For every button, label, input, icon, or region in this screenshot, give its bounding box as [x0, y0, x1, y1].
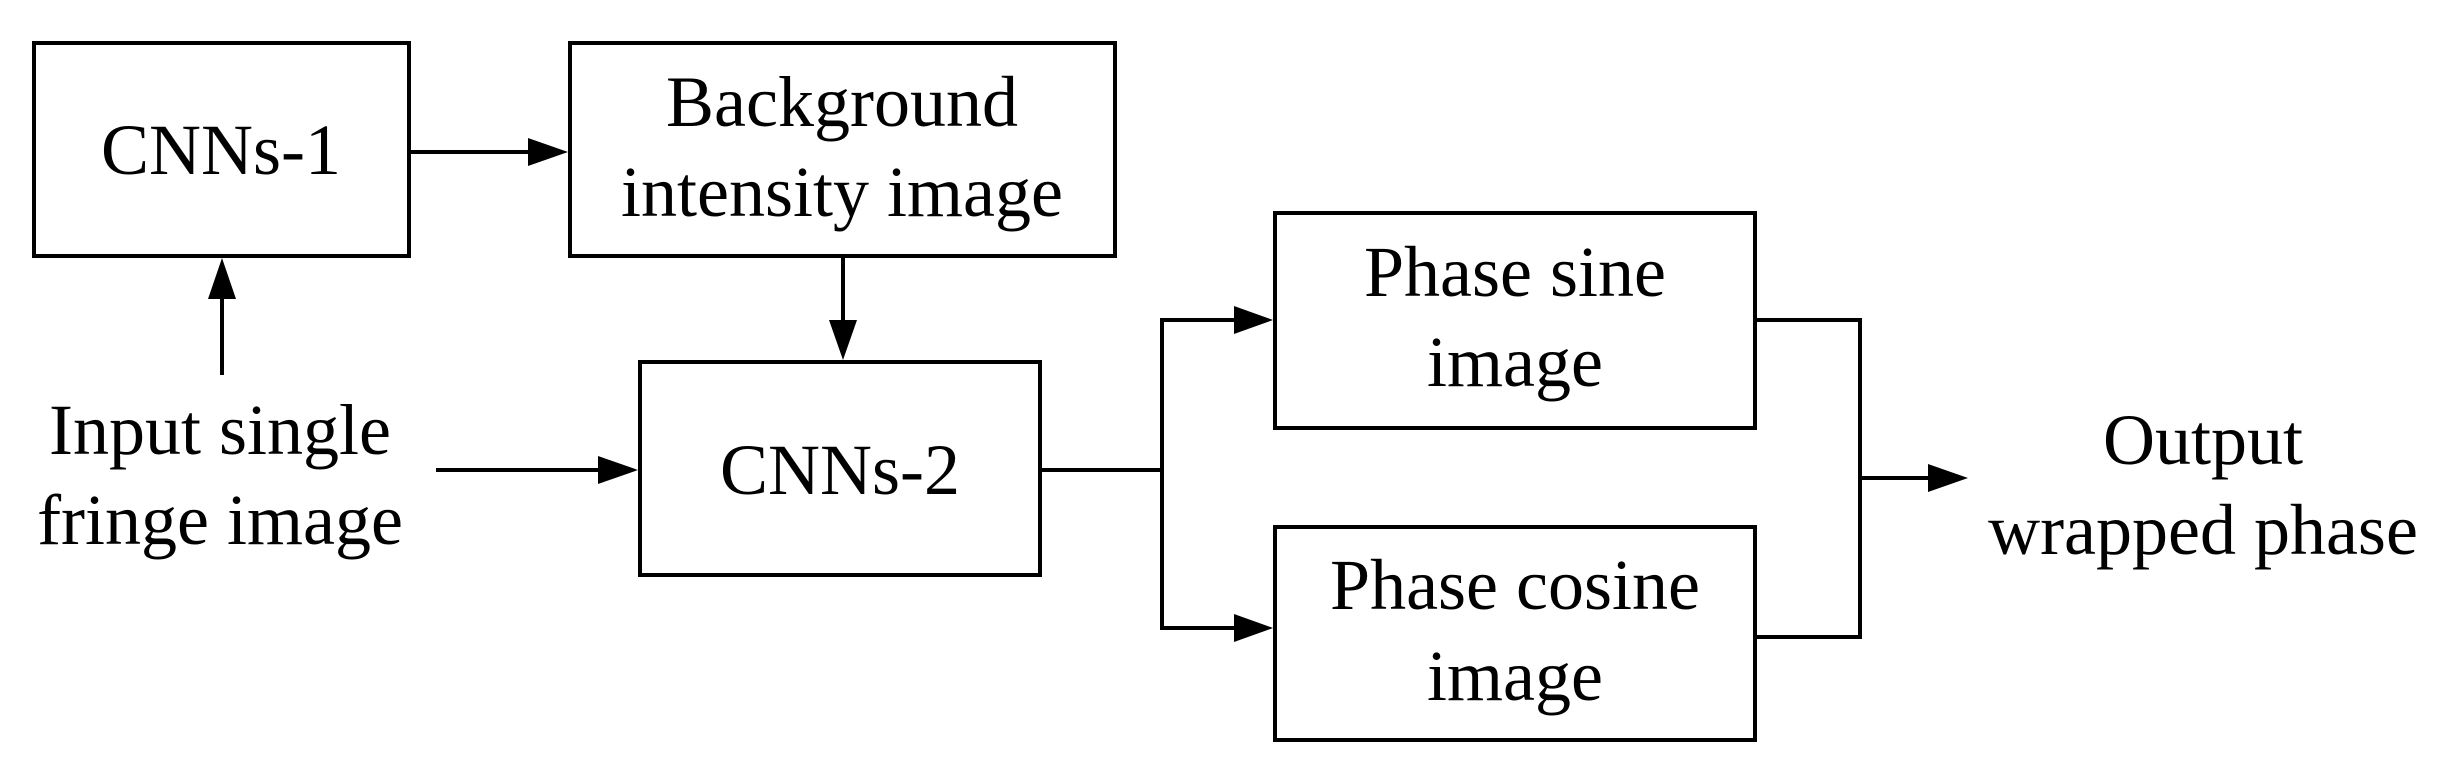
cnns2-box	[638, 360, 1042, 577]
input-label-line2: fringe image	[37, 480, 403, 560]
cnns2-label: CNNs-2	[720, 430, 960, 510]
arrowhead-cnns2-top	[829, 320, 857, 360]
arrowhead-cnns1	[208, 258, 236, 299]
output-label-line2: wrapped phase	[1988, 490, 2418, 570]
connector-split-to-sine	[1160, 318, 1236, 630]
background-label-line2: intensity image	[621, 152, 1063, 232]
cosine-label-line2: image	[1427, 636, 1603, 716]
cosine-box	[1273, 525, 1757, 742]
cnns1-label: CNNs-1	[101, 110, 341, 190]
arrowhead-background	[528, 138, 568, 166]
sine-box	[1273, 211, 1757, 430]
output-label-line1: Output	[2103, 400, 2303, 480]
background-box	[568, 41, 1117, 258]
connectors	[208, 138, 1968, 642]
cosine-label-line1: Phase cosine	[1330, 545, 1700, 625]
input-label-line1: Input single	[49, 390, 391, 470]
arrowhead-output	[1928, 464, 1968, 492]
arrowhead-cosine	[1234, 614, 1273, 642]
connector-sine-to-merge	[1755, 318, 1862, 639]
cnns1-box	[32, 41, 411, 258]
sine-label-line2: image	[1427, 322, 1603, 402]
arrowhead-cnns2-left	[598, 456, 638, 484]
sine-label-line1: Phase sine	[1364, 232, 1666, 312]
arrowhead-sine	[1234, 306, 1273, 334]
background-label-line1: Background	[666, 62, 1018, 142]
